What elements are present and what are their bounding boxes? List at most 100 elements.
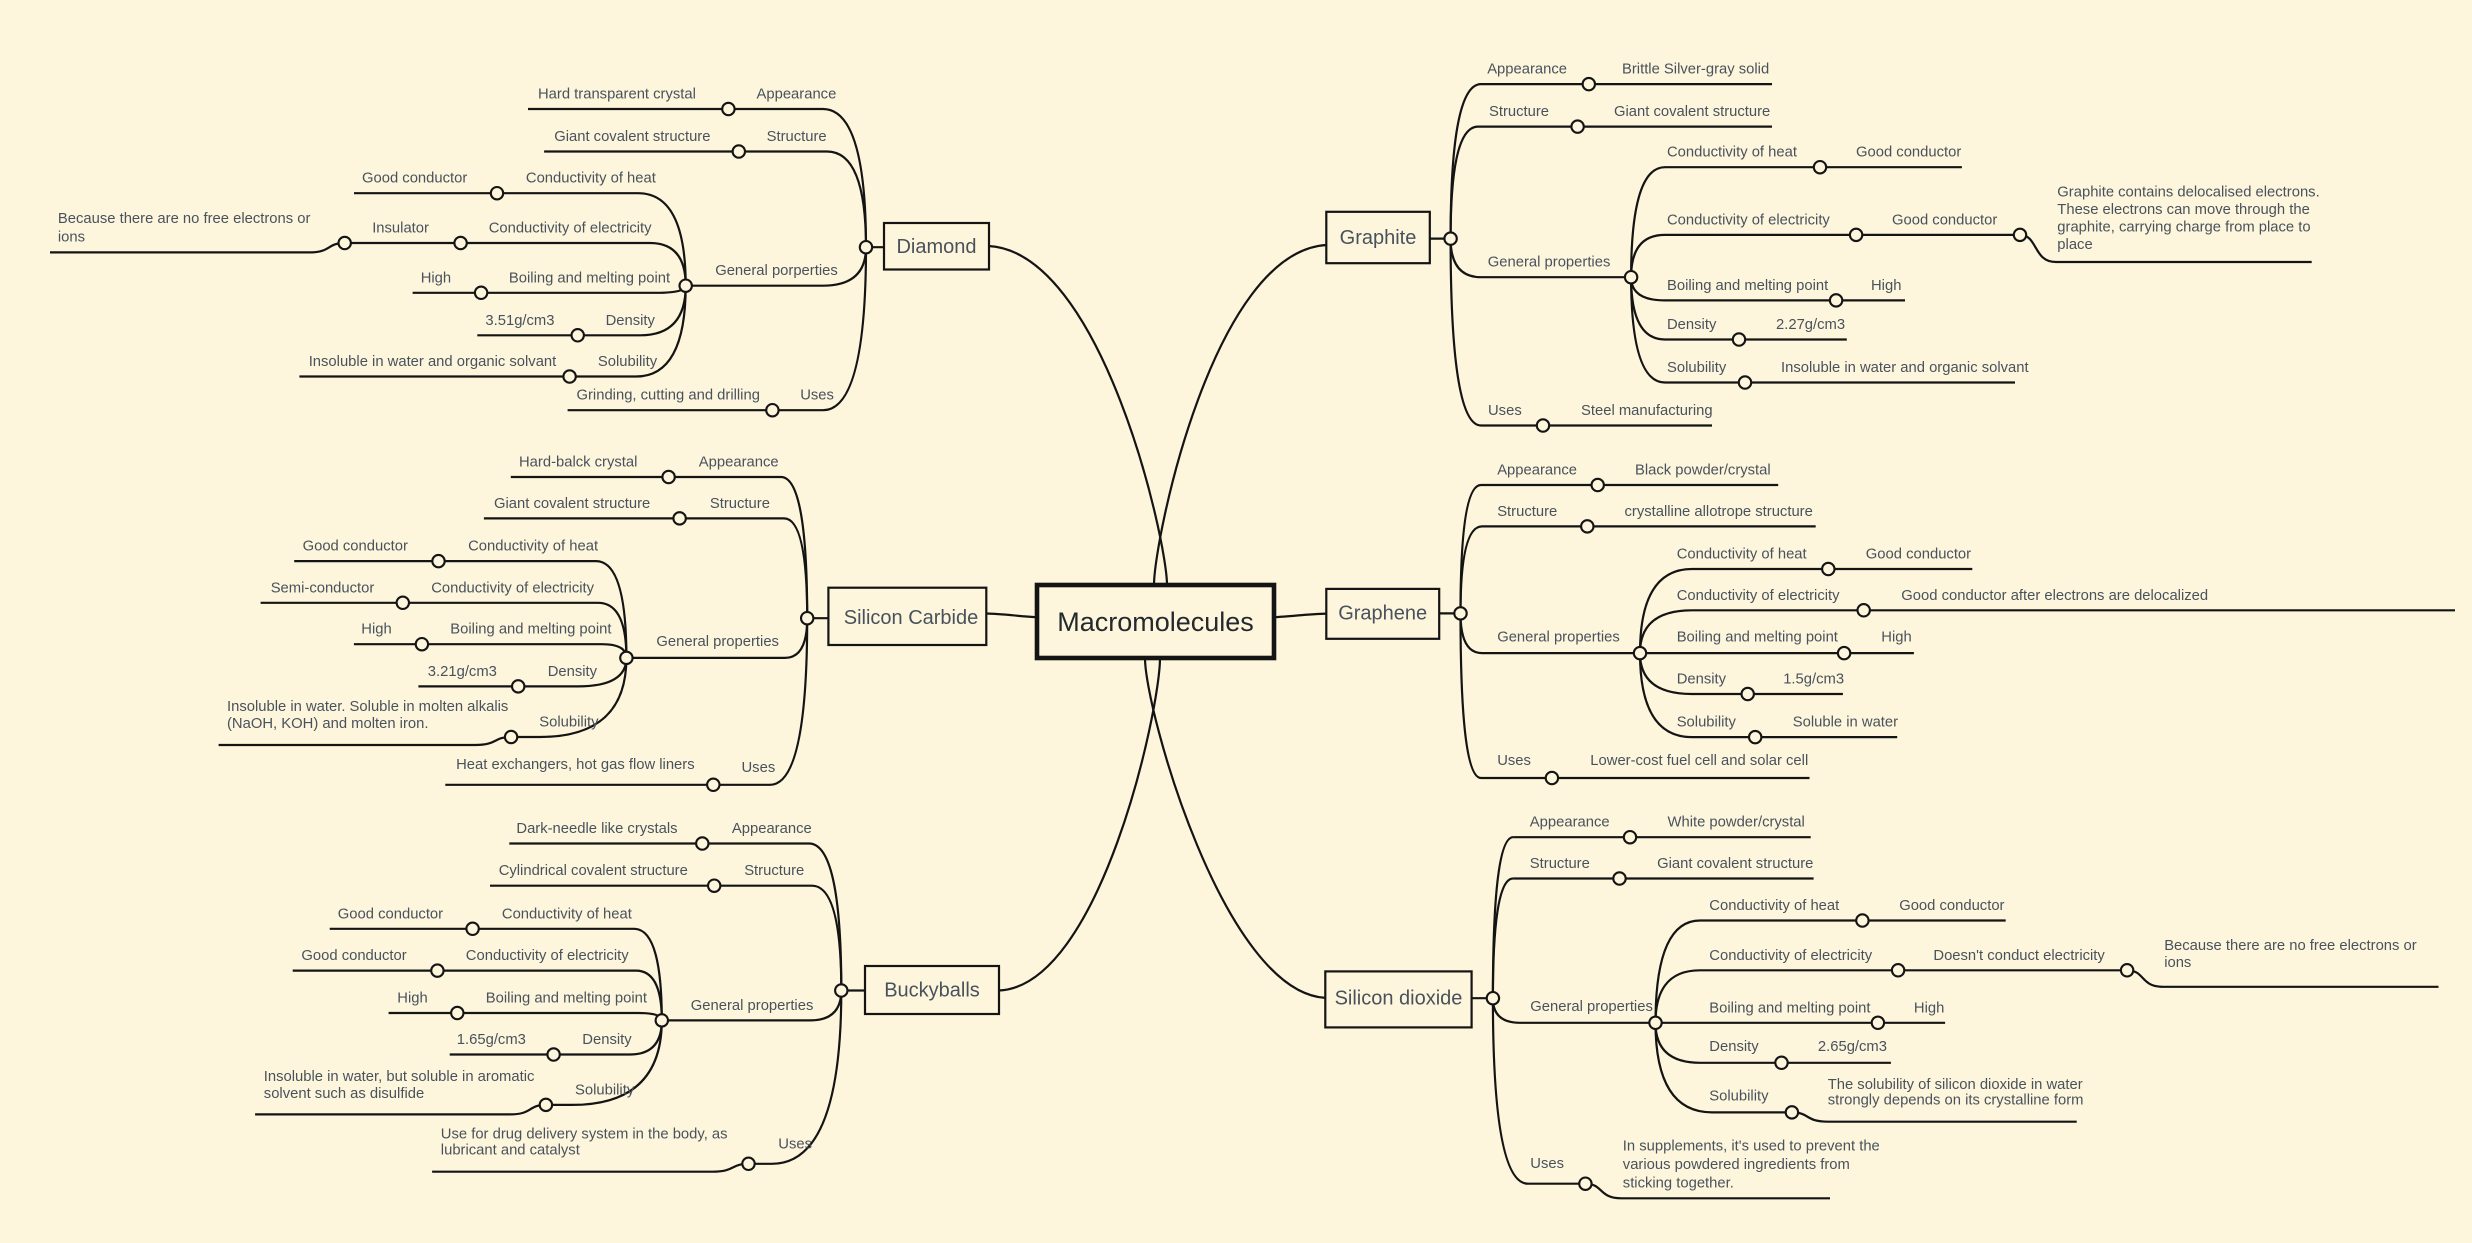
svg-text:Hard-balck crystal: Hard-balck crystal: [519, 455, 637, 471]
svg-text:Doesn't conduct electricity: Doesn't conduct electricity: [1933, 948, 2105, 964]
svg-text:Conductivity of heat: Conductivity of heat: [1667, 145, 1797, 161]
svg-text:General properties: General properties: [656, 634, 779, 650]
svg-text:Conductivity of electricity: Conductivity of electricity: [431, 580, 594, 596]
svg-text:High: High: [421, 270, 451, 286]
svg-text:Conductivity of heat: Conductivity of heat: [526, 171, 656, 187]
svg-text:Uses: Uses: [1497, 753, 1531, 769]
svg-text:Hard transparent crystal: Hard transparent crystal: [538, 87, 696, 103]
svg-text:Conductivity of heat: Conductivity of heat: [1677, 547, 1807, 563]
svg-text:Boiling and melting point: Boiling and melting point: [1677, 630, 1838, 646]
svg-text:ions: ions: [2164, 955, 2191, 971]
svg-text:Insoluble in water and organic: Insoluble in water and organic solvant: [309, 354, 557, 370]
svg-text:Solubility: Solubility: [1677, 715, 1737, 731]
svg-text:ions: ions: [58, 229, 85, 245]
svg-text:3.21g/cm3: 3.21g/cm3: [428, 664, 497, 680]
svg-text:Insulator: Insulator: [372, 221, 429, 237]
svg-text:Density: Density: [1677, 672, 1727, 688]
svg-text:Density: Density: [548, 664, 598, 680]
svg-text:General properties: General properties: [691, 998, 814, 1014]
svg-text:In supplements, it's used to p: In supplements, it's used to prevent the: [1623, 1139, 1880, 1155]
svg-text:2.65g/cm3: 2.65g/cm3: [1818, 1039, 1887, 1055]
svg-text:Solubility: Solubility: [598, 354, 658, 370]
svg-text:Grinding, cutting and drilling: Grinding, cutting and drilling: [577, 388, 760, 404]
svg-text:General properties: General properties: [1530, 999, 1653, 1015]
svg-text:Boiling and melting point: Boiling and melting point: [450, 622, 611, 638]
svg-text:The solubility of silicon diox: The solubility of silicon dioxide in wat…: [1828, 1077, 2083, 1093]
svg-text:Good conductor after electrons: Good conductor after electrons are deloc…: [1901, 588, 2208, 604]
svg-text:strongly depends on its crysta: strongly depends on its crystalline form: [1828, 1092, 2084, 1108]
svg-text:Conductivity of electricity: Conductivity of electricity: [466, 948, 629, 964]
svg-text:Conductivity of electricity: Conductivity of electricity: [489, 221, 652, 237]
svg-text:General properties: General properties: [1488, 255, 1611, 271]
svg-text:Macromolecules: Macromolecules: [1057, 607, 1254, 637]
svg-text:Silicon dioxide: Silicon dioxide: [1335, 988, 1463, 1010]
svg-text:Structure: Structure: [767, 129, 827, 145]
svg-text:Good conductor: Good conductor: [338, 906, 443, 922]
svg-text:Uses: Uses: [742, 760, 776, 776]
svg-text:3.51g/cm3: 3.51g/cm3: [485, 313, 554, 329]
svg-text:Semi-conductor: Semi-conductor: [271, 580, 375, 596]
svg-text:Density: Density: [582, 1032, 632, 1048]
svg-text:Good conductor: Good conductor: [301, 948, 406, 964]
svg-text:High: High: [1914, 1000, 1944, 1016]
svg-text:Density: Density: [1709, 1039, 1759, 1055]
svg-text:Insoluble in water, but solubl: Insoluble in water, but soluble in aroma…: [264, 1069, 535, 1085]
svg-text:Graphite: Graphite: [1340, 227, 1417, 249]
svg-text:High: High: [1881, 630, 1911, 646]
svg-text:Boiling and melting point: Boiling and melting point: [1709, 1000, 1870, 1016]
svg-text:General porperties: General porperties: [715, 263, 838, 279]
svg-text:Conductivity of heat: Conductivity of heat: [1709, 898, 1839, 914]
svg-text:Conductivity of electricity: Conductivity of electricity: [1709, 948, 1872, 964]
svg-text:lubricant and catalyst: lubricant and catalyst: [441, 1143, 580, 1159]
svg-text:Appearance: Appearance: [732, 821, 812, 837]
svg-text:Giant covalent structure: Giant covalent structure: [1614, 104, 1770, 120]
svg-text:Boiling and melting point: Boiling and melting point: [509, 270, 670, 286]
svg-text:High: High: [361, 622, 391, 638]
svg-text:Lower-cost fuel cell and solar: Lower-cost fuel cell and solar cell: [1590, 753, 1808, 769]
svg-text:High: High: [1871, 278, 1901, 294]
svg-text:Structure: Structure: [744, 863, 804, 879]
svg-text:Structure: Structure: [1489, 104, 1549, 120]
svg-text:Solubility: Solubility: [575, 1082, 635, 1098]
svg-text:Buckyballs: Buckyballs: [884, 980, 980, 1002]
svg-text:Conductivity of heat: Conductivity of heat: [468, 539, 598, 555]
svg-text:Appearance: Appearance: [757, 87, 837, 103]
svg-text:Graphene: Graphene: [1338, 603, 1427, 625]
svg-text:Use for drug delivery system i: Use for drug delivery system in the body…: [441, 1127, 728, 1143]
svg-text:Solubility: Solubility: [1667, 360, 1727, 376]
svg-text:Conductivity of electricity: Conductivity of electricity: [1677, 588, 1840, 604]
svg-text:solvent such as disulfide: solvent such as disulfide: [264, 1086, 424, 1102]
svg-text:Appearance: Appearance: [1487, 62, 1567, 78]
svg-text:Silicon Carbide: Silicon Carbide: [844, 607, 979, 629]
svg-text:place: place: [2057, 237, 2092, 253]
svg-text:Good conductor: Good conductor: [303, 539, 408, 555]
svg-text:Appearance: Appearance: [699, 455, 779, 471]
svg-text:1.5g/cm3: 1.5g/cm3: [1783, 672, 1844, 688]
svg-text:graphite, carrying charge from: graphite, carrying charge from place to: [2057, 220, 2310, 236]
svg-text:Solubility: Solubility: [539, 715, 599, 731]
svg-text:1.65g/cm3: 1.65g/cm3: [457, 1032, 526, 1048]
svg-text:Cylindrical covalent structure: Cylindrical covalent structure: [499, 863, 688, 879]
svg-text:Boiling and melting point: Boiling and melting point: [486, 991, 647, 1007]
svg-text:(NaOH, KOH) and molten iron.: (NaOH, KOH) and molten iron.: [227, 716, 428, 732]
svg-text:Uses: Uses: [778, 1137, 812, 1153]
svg-text:Good conductor: Good conductor: [1866, 547, 1971, 563]
svg-text:Good conductor: Good conductor: [1892, 212, 1997, 228]
svg-text:Giant covalent structure: Giant covalent structure: [494, 496, 650, 512]
svg-text:These electrons can move throu: These electrons can move through the: [2057, 202, 2310, 218]
svg-text:Black powder/crystal: Black powder/crystal: [1635, 463, 1771, 479]
svg-text:Because there are no free elec: Because there are no free electrons or: [2164, 938, 2417, 954]
svg-text:Good conductor: Good conductor: [362, 171, 467, 187]
svg-text:Giant covalent structure: Giant covalent structure: [1657, 856, 1813, 872]
svg-text:Steel manufacturing: Steel manufacturing: [1581, 403, 1713, 419]
svg-text:Because there are no free elec: Because there are no free electrons or: [58, 211, 311, 227]
svg-text:Insoluble in water and organic: Insoluble in water and organic solvant: [1781, 360, 2029, 376]
svg-text:Uses: Uses: [800, 388, 834, 404]
svg-text:Appearance: Appearance: [1530, 815, 1610, 831]
svg-text:Good conductor: Good conductor: [1899, 898, 2004, 914]
svg-text:Uses: Uses: [1488, 403, 1522, 419]
svg-text:Structure: Structure: [710, 496, 770, 512]
svg-text:High: High: [397, 991, 427, 1007]
svg-text:Solubility: Solubility: [1709, 1089, 1769, 1105]
svg-text:Density: Density: [606, 313, 656, 329]
